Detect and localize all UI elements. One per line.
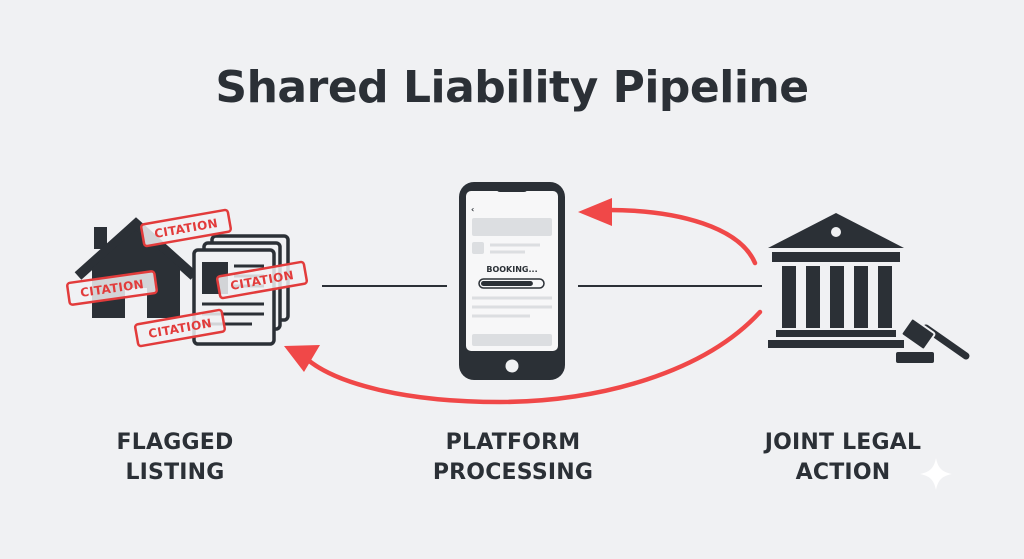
feedback-arrow-bottom [284,309,763,405]
stage-label-line: PROCESSING [432,460,594,485]
citation-stamp: CITATION [133,308,227,348]
stage-label-line: ACTION [795,460,891,485]
feedback-arrow-top [578,198,758,266]
stage-label-flagged-listing: FLAGGED LISTING [100,428,250,488]
booking-status-text: BOOKING... [486,265,537,274]
gavel-icon [896,317,970,363]
stage-label-joint-legal-action: JOINT LEGAL ACTION [748,428,938,488]
house-with-cited-documents-icon: CITATION CITATION CITATION CITATION [66,208,309,348]
back-chevron-icon: ‹ [471,205,474,214]
citation-stamp: CITATION [66,270,158,306]
courthouse-with-gavel-icon [768,213,970,363]
page-title: Shared Liability Pipeline [215,62,809,113]
stage-label-line: LISTING [125,460,225,485]
stage-label-line: PLATFORM [445,430,581,455]
stage-label-line: FLAGGED [116,430,234,455]
stage-label-platform-processing: PLATFORM PROCESSING [418,428,608,488]
sparkle-icon [920,458,952,490]
smartphone-icon: ‹ BOOKING... [459,182,565,380]
courthouse-icon [768,213,904,348]
booking-progress-bar [478,278,545,289]
stage-label-line: JOINT LEGAL [764,430,922,455]
